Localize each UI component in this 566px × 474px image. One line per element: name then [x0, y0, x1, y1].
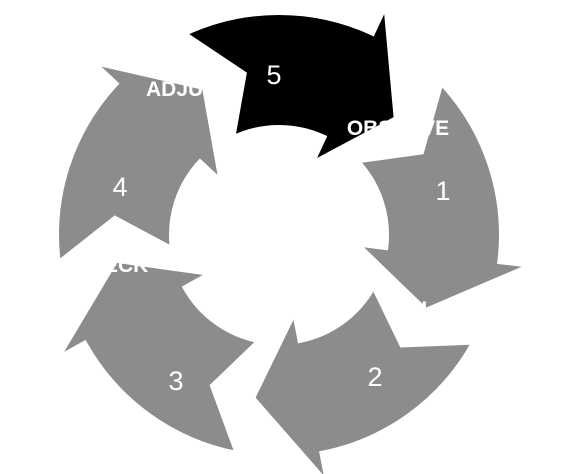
arrow-observe [352, 79, 537, 313]
arrow-plan [250, 283, 477, 474]
number-adjust: 5 [266, 60, 281, 90]
arrow-check [55, 59, 224, 266]
label-do: DO [228, 399, 260, 422]
number-plan: 2 [367, 362, 382, 392]
cycle-arrows [53, 0, 537, 474]
label-check: CHECK [74, 254, 149, 277]
label-plan: PLAN [407, 298, 464, 321]
arrow-do [53, 258, 263, 456]
label-observe: OBSERVE [347, 117, 449, 140]
label-adjust: ADJUST [146, 78, 230, 101]
number-do: 3 [168, 366, 183, 396]
cycle-labels: OBSERVE 1 PLAN 2 DO 3 CHECK 4 ADJUST 5 [74, 60, 465, 422]
number-observe: 1 [435, 176, 450, 206]
arrow-adjust [181, 0, 398, 168]
number-check: 4 [112, 172, 127, 202]
